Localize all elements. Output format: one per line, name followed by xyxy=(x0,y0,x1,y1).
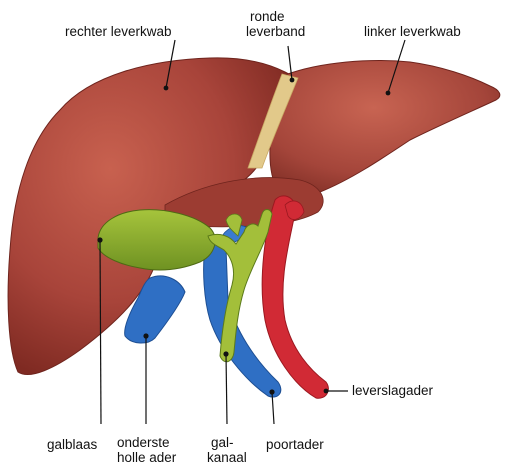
label-left-lobe: linker leverkwab xyxy=(364,24,461,39)
label-round-ligament-line2: leverband xyxy=(246,24,326,39)
label-bile-duct-line1: gal- xyxy=(207,435,247,450)
label-portal-vein: poortader xyxy=(266,437,324,452)
leader-dot-gallbladder xyxy=(97,237,102,242)
label-gallbladder: galblaas xyxy=(47,437,97,452)
label-round-ligament: ronde leverband xyxy=(246,9,326,39)
left-lobe-shape xyxy=(270,61,500,196)
label-right-lobe: rechter leverkwab xyxy=(65,24,172,39)
leader-dot-vena-cava xyxy=(143,333,148,338)
leader-dot-portal-vein xyxy=(269,389,274,394)
label-round-ligament-line1: ronde xyxy=(246,9,326,24)
leader-dot-left-lobe xyxy=(386,91,391,96)
label-bile-duct-line2: kanaal xyxy=(207,450,247,465)
hepatic-artery-shape xyxy=(262,196,328,398)
label-hepatic-artery: leverslagader xyxy=(352,383,433,398)
leader-line-bile-duct xyxy=(226,354,227,424)
leader-dot-bile-duct xyxy=(223,351,228,356)
label-inferior-vena-cava-line1: onderste xyxy=(117,435,176,450)
leader-dot-round-ligament xyxy=(290,78,295,83)
leader-dot-hepatic-artery xyxy=(324,389,329,394)
label-inferior-vena-cava-line2: holle ader xyxy=(117,450,176,465)
label-bile-duct: gal- kanaal xyxy=(207,435,247,465)
leader-dot-right-lobe xyxy=(164,86,169,91)
label-inferior-vena-cava: onderste holle ader xyxy=(117,435,176,465)
